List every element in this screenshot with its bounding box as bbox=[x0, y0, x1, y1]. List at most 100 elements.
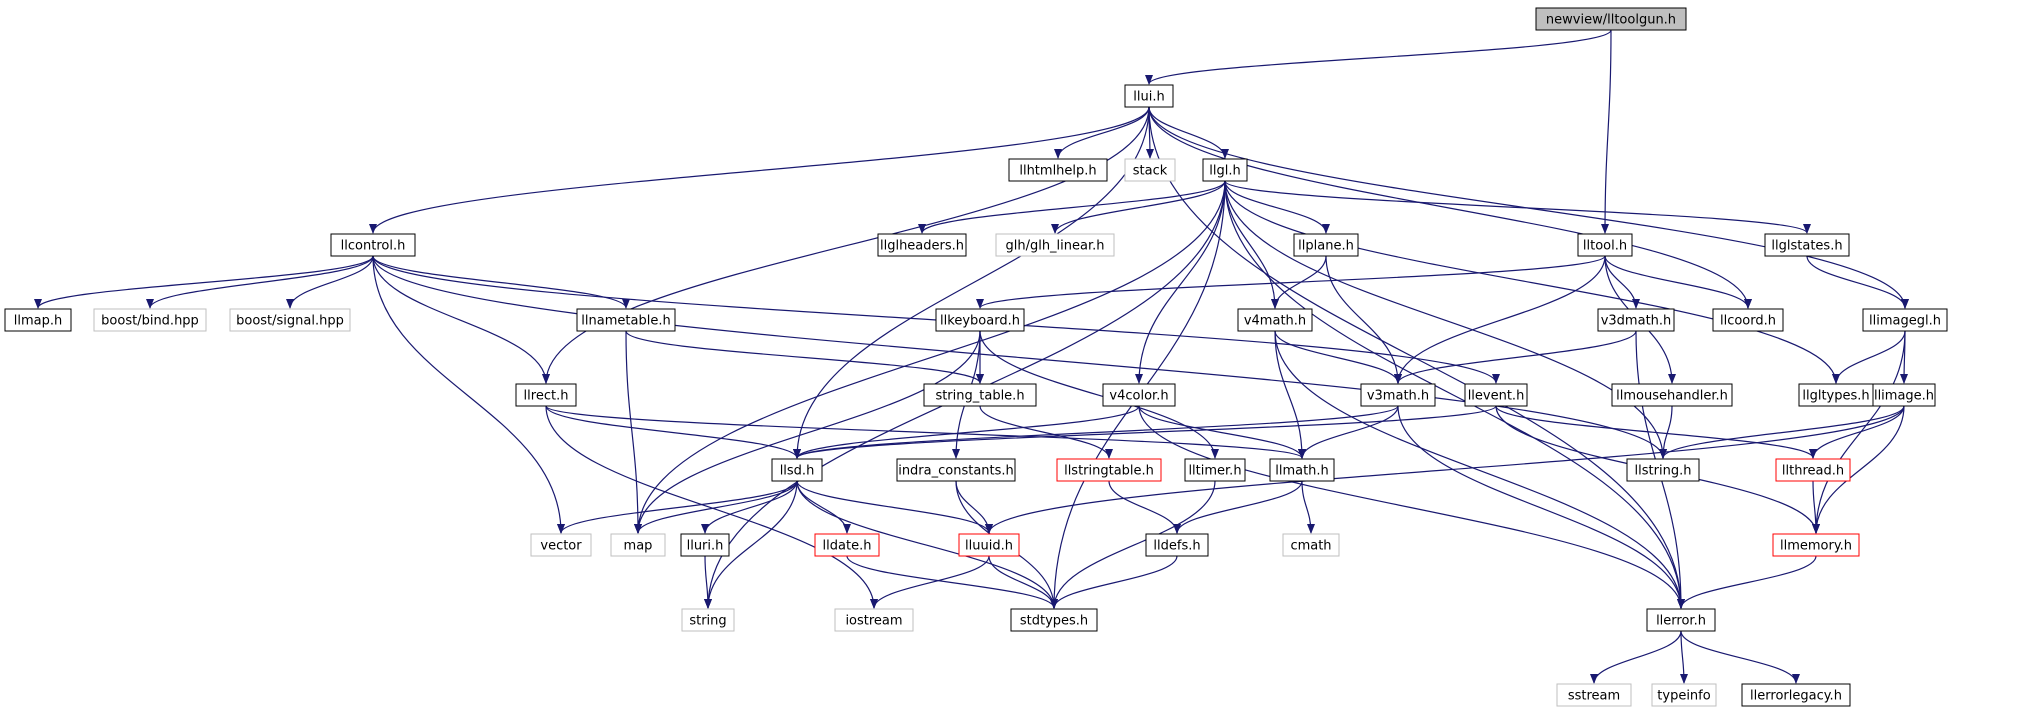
node-newview-lltoolgun-h[interactable]: newview/lltoolgun.h bbox=[1535, 7, 1687, 31]
node-llgl-h[interactable]: llgl.h bbox=[1202, 158, 1248, 182]
edge-v3math-to-llerror bbox=[1397, 405, 1685, 609]
node-llstring-h[interactable]: llstring.h bbox=[1626, 458, 1700, 482]
node-llcoord-h[interactable]: llcoord.h bbox=[1712, 308, 1784, 332]
node-llglstates-h[interactable]: llglstates.h bbox=[1764, 233, 1850, 257]
node-llmousehandler-h[interactable]: llmousehandler.h bbox=[1611, 383, 1733, 407]
edge-llcontrol-to-llrect bbox=[372, 255, 550, 384]
edge-llcontrol-to-vector bbox=[372, 255, 565, 534]
node-llimagegl-h[interactable]: llimagegl.h bbox=[1862, 308, 1948, 332]
node-llimage-h[interactable]: llimage.h bbox=[1872, 383, 1936, 407]
node-lluuid-h[interactable]: lluuid.h bbox=[958, 533, 1020, 557]
node-llrect-h[interactable]: llrect.h bbox=[515, 383, 577, 407]
node-llthread-h[interactable]: llthread.h bbox=[1775, 458, 1851, 482]
node-label: llsd.h bbox=[780, 464, 815, 479]
node-llevent-h[interactable]: llevent.h bbox=[1464, 383, 1528, 407]
edge-llglstates-to-llimagegl bbox=[1806, 255, 1909, 309]
node-box bbox=[1741, 683, 1851, 707]
node-label: llrect.h bbox=[524, 389, 569, 404]
node-box bbox=[1360, 383, 1436, 407]
node-box bbox=[814, 533, 880, 557]
node-box bbox=[1124, 84, 1174, 108]
node-box bbox=[935, 308, 1025, 332]
node-label: lldate.h bbox=[823, 539, 872, 554]
node-box bbox=[4, 308, 72, 332]
edge-llnametable-to-map bbox=[625, 330, 642, 534]
node-lldefs-h[interactable]: lldefs.h bbox=[1145, 533, 1209, 557]
edge-llkeyboard-to-lltimer bbox=[979, 330, 1219, 459]
node-llsd-h[interactable]: llsd.h bbox=[771, 458, 823, 482]
edge-llrect-to-llsd bbox=[545, 405, 801, 459]
node-label: llmap.h bbox=[14, 314, 62, 329]
node-label: llglstates.h bbox=[1771, 239, 1842, 254]
node-label: v4math.h bbox=[1244, 314, 1306, 329]
edge-llgl-to-v4color bbox=[1135, 180, 1226, 384]
node-llkeyboard-h[interactable]: llkeyboard.h bbox=[935, 308, 1025, 332]
node-label: v4color.h bbox=[1109, 389, 1168, 404]
node-llglheaders-h[interactable]: llglheaders.h bbox=[877, 233, 967, 257]
node-llhtmlhelp-h[interactable]: llhtmlhelp.h bbox=[1008, 158, 1108, 182]
node-lluri-h[interactable]: lluri.h bbox=[680, 533, 730, 557]
node-indra-constants-h[interactable]: indra_constants.h bbox=[896, 458, 1016, 482]
node-lldate-h[interactable]: lldate.h bbox=[814, 533, 880, 557]
node-box bbox=[576, 308, 676, 332]
edge-llui-to-llcontrol bbox=[369, 106, 1150, 234]
node-llmap-h[interactable]: llmap.h bbox=[4, 308, 72, 332]
node-box bbox=[1124, 158, 1176, 182]
node-v4math-h[interactable]: v4math.h bbox=[1237, 308, 1313, 332]
node-llerrorlegacy-h[interactable]: llerrorlegacy.h bbox=[1741, 683, 1851, 707]
node-llnametable-h[interactable]: llnametable.h bbox=[576, 308, 676, 332]
node-label: boost/bind.hpp bbox=[101, 314, 199, 329]
edge-root-to-llui bbox=[1145, 29, 1612, 85]
node-lltimer-h[interactable]: lltimer.h bbox=[1184, 458, 1246, 482]
node-llui-h[interactable]: llui.h bbox=[1124, 84, 1174, 108]
node-boost-bind-hpp: boost/bind.hpp bbox=[93, 308, 207, 332]
node-box bbox=[1772, 533, 1860, 557]
node-v3math-h[interactable]: v3math.h bbox=[1360, 383, 1436, 407]
node-stdtypes-h[interactable]: stdtypes.h bbox=[1010, 608, 1098, 632]
edge-llcontrol-to-boost_signal bbox=[286, 255, 374, 309]
node-string-table-h[interactable]: string_table.h bbox=[923, 383, 1037, 407]
edge-lldefs-to-stdtypes bbox=[1050, 555, 1178, 609]
edge-lluuid-to-iostream bbox=[870, 555, 990, 609]
edge-lltool-to-v3dmath bbox=[1604, 255, 1640, 309]
node-llerror-h[interactable]: llerror.h bbox=[1646, 608, 1716, 632]
node-map: map bbox=[610, 533, 666, 557]
node-box bbox=[771, 458, 823, 482]
node-lltool-h[interactable]: lltool.h bbox=[1577, 233, 1633, 257]
node-v3dmath-h[interactable]: v3dmath.h bbox=[1597, 308, 1675, 332]
node-box bbox=[1626, 458, 1700, 482]
edge-lltimer-to-stdtypes bbox=[1050, 480, 1216, 609]
node-label: llerrorlegacy.h bbox=[1750, 689, 1842, 704]
node-box bbox=[1872, 383, 1936, 407]
node-label: llgltypes.h bbox=[1802, 389, 1869, 404]
edge-llsd-to-stdtypes bbox=[796, 480, 1058, 609]
edge-llevent-to-llsd bbox=[793, 405, 1497, 459]
node-llstringtable-h[interactable]: llstringtable.h bbox=[1056, 458, 1162, 482]
edge-llsd-to-string bbox=[704, 480, 798, 609]
node-box bbox=[1202, 158, 1248, 182]
node-boost-signal-hpp: boost/signal.hpp bbox=[229, 308, 351, 332]
node-box bbox=[1464, 383, 1528, 407]
edge-llgl-to-llerror bbox=[1224, 180, 1685, 609]
node-label: llkeyboard.h bbox=[940, 314, 1020, 329]
node-label: llglheaders.h bbox=[880, 239, 964, 254]
node-llmemory-h[interactable]: llmemory.h bbox=[1772, 533, 1860, 557]
node-v4color-h[interactable]: v4color.h bbox=[1102, 383, 1176, 407]
node-label: llevent.h bbox=[1468, 389, 1525, 404]
edge-llgl-to-map bbox=[634, 180, 1226, 534]
edge-llgl-to-glh_linear bbox=[1051, 180, 1226, 234]
node-label: lltimer.h bbox=[1188, 464, 1241, 479]
edge-llstringtable-to-lldefs bbox=[1108, 480, 1181, 534]
node-label: llcoord.h bbox=[1720, 314, 1776, 329]
node-llcontrol-h[interactable]: llcontrol.h bbox=[330, 233, 416, 257]
node-label: llthread.h bbox=[1782, 464, 1844, 479]
node-glh-glh-linear-h: glh/glh_linear.h bbox=[995, 233, 1115, 257]
edge-llcontrol-to-llnametable bbox=[372, 255, 630, 309]
node-llplane-h[interactable]: llplane.h bbox=[1293, 233, 1359, 257]
node-llgltypes-h[interactable]: llgltypes.h bbox=[1798, 383, 1874, 407]
node-box bbox=[1535, 7, 1687, 31]
node-box bbox=[1862, 308, 1948, 332]
node-llmath-h[interactable]: llmath.h bbox=[1269, 458, 1335, 482]
edge-v4color-to-llmath bbox=[1138, 405, 1306, 459]
node-label: typeinfo bbox=[1657, 689, 1710, 704]
